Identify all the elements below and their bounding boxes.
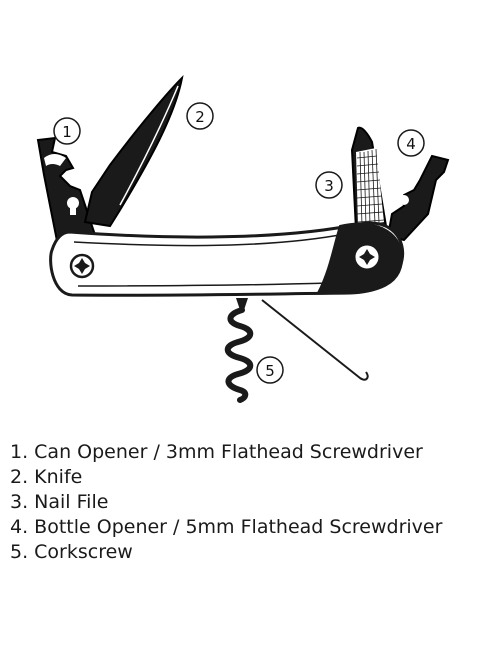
can-opener-tool [36,136,98,248]
callout-2: 2 [186,102,214,130]
callout-3: 3 [315,171,343,199]
legend-item-nail-file: 3. Nail File [10,491,109,513]
callout-5: 5 [256,356,284,384]
callout-2-label: 2 [195,108,205,126]
knife-handle [49,221,405,297]
awl-wire [261,299,369,381]
callout-5-label: 5 [265,362,275,380]
swiss-army-knife-diagram: 1 2 3 4 5 [36,74,450,403]
callout-1-label: 1 [62,123,72,141]
legend-item-bottle-opener: 4. Bottle Opener / 5mm Flathead Screwdri… [10,516,443,538]
corkscrew-tool [224,298,254,403]
callout-4-label: 4 [406,135,416,153]
legend-item-knife: 2. Knife [10,466,83,488]
callout-3-label: 3 [324,177,334,195]
bottle-opener-tool [386,154,450,242]
legend-item-corkscrew: 5. Corkscrew [10,541,133,563]
callout-4: 4 [397,129,425,157]
nail-file-tool [350,126,388,232]
callout-1: 1 [53,117,81,145]
legend-item-can-opener: 1. Can Opener / 3mm Flathead Screwdriver [10,441,423,463]
tool-legend: 1. Can Opener / 3mm Flathead Screwdriver… [10,440,442,565]
knife-blade [83,74,184,228]
